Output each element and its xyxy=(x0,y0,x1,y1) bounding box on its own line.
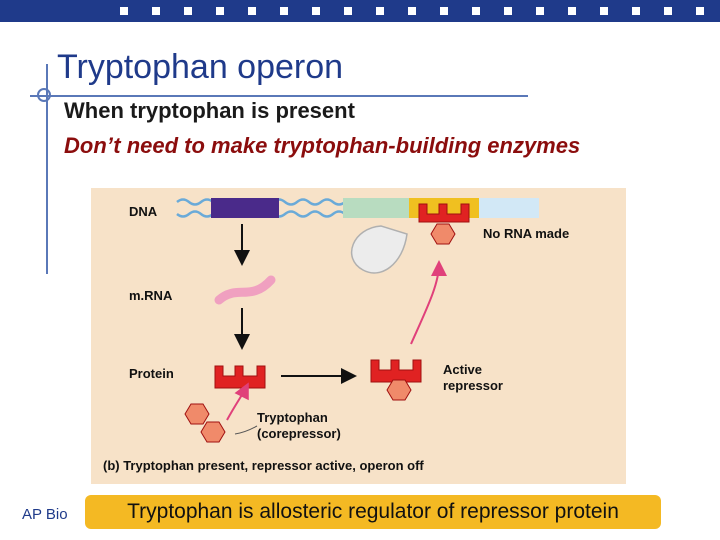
bound-repressor xyxy=(418,203,470,245)
rna-polymerase-shape xyxy=(351,225,408,274)
label-corepressor: (corepressor) xyxy=(257,426,341,441)
bar-square-icon xyxy=(632,7,640,15)
bar-square-icon xyxy=(440,7,448,15)
active-repressor xyxy=(370,359,422,401)
inactive-repressor xyxy=(214,365,266,389)
decor-horizontal-line xyxy=(30,95,528,97)
bar-square-icon xyxy=(600,7,608,15)
slide-subtitle: When tryptophan is present xyxy=(64,98,355,123)
slide-subtitle-italic: Don’t need to make tryptophan-building e… xyxy=(64,133,581,158)
bar-square-icon xyxy=(216,7,224,15)
bar-square-icon xyxy=(664,7,672,15)
bar-square-icon xyxy=(280,7,288,15)
label-no-rna: No RNA made xyxy=(483,226,569,241)
operon-diagram: DNA No RNA made m.RNA Protein Active rep… xyxy=(103,198,569,473)
bar-square-icon xyxy=(536,7,544,15)
label-mrna: m.RNA xyxy=(129,288,173,303)
bar-square-icon xyxy=(568,7,576,15)
bar-square-icon xyxy=(408,7,416,15)
mrna-strand xyxy=(214,275,276,305)
structural-genes xyxy=(479,198,539,218)
promoter-region xyxy=(343,198,409,218)
top-bar xyxy=(0,0,720,22)
arrow-to-operator xyxy=(410,260,447,345)
label-active: Active xyxy=(443,362,482,377)
bar-square-icon xyxy=(248,7,256,15)
tryptophan-molecule xyxy=(184,403,226,443)
operon-figure: DNA No RNA made m.RNA Protein Active rep… xyxy=(91,188,626,484)
label-dna: DNA xyxy=(129,204,158,219)
label-tryptophan: Tryptophan xyxy=(257,410,328,425)
crosshair-icon xyxy=(37,88,51,102)
label-protein: Protein xyxy=(129,366,174,381)
bar-square-icon xyxy=(184,7,192,15)
arrow-trp-binding xyxy=(226,382,249,421)
bar-square-icon xyxy=(472,7,480,15)
bar-square-icon xyxy=(696,7,704,15)
bar-square-icon xyxy=(120,7,128,15)
bar-square-icon xyxy=(344,7,352,15)
regulatory-gene xyxy=(211,198,279,218)
bar-square-icon xyxy=(504,7,512,15)
allosteric-banner: Tryptophan is allosteric regulator of re… xyxy=(85,495,661,529)
decor-vertical-line xyxy=(46,64,48,274)
footer-course-label: AP Bio xyxy=(22,506,68,523)
label-repressor: repressor xyxy=(443,378,503,393)
slide-title: Tryptophan operon xyxy=(57,48,344,86)
trp-leader-line xyxy=(234,425,258,435)
bar-square-icon xyxy=(376,7,384,15)
bar-square-icon xyxy=(152,7,160,15)
figure-caption: (b) Tryptophan present, repressor active… xyxy=(103,458,424,473)
bar-square-icon xyxy=(312,7,320,15)
